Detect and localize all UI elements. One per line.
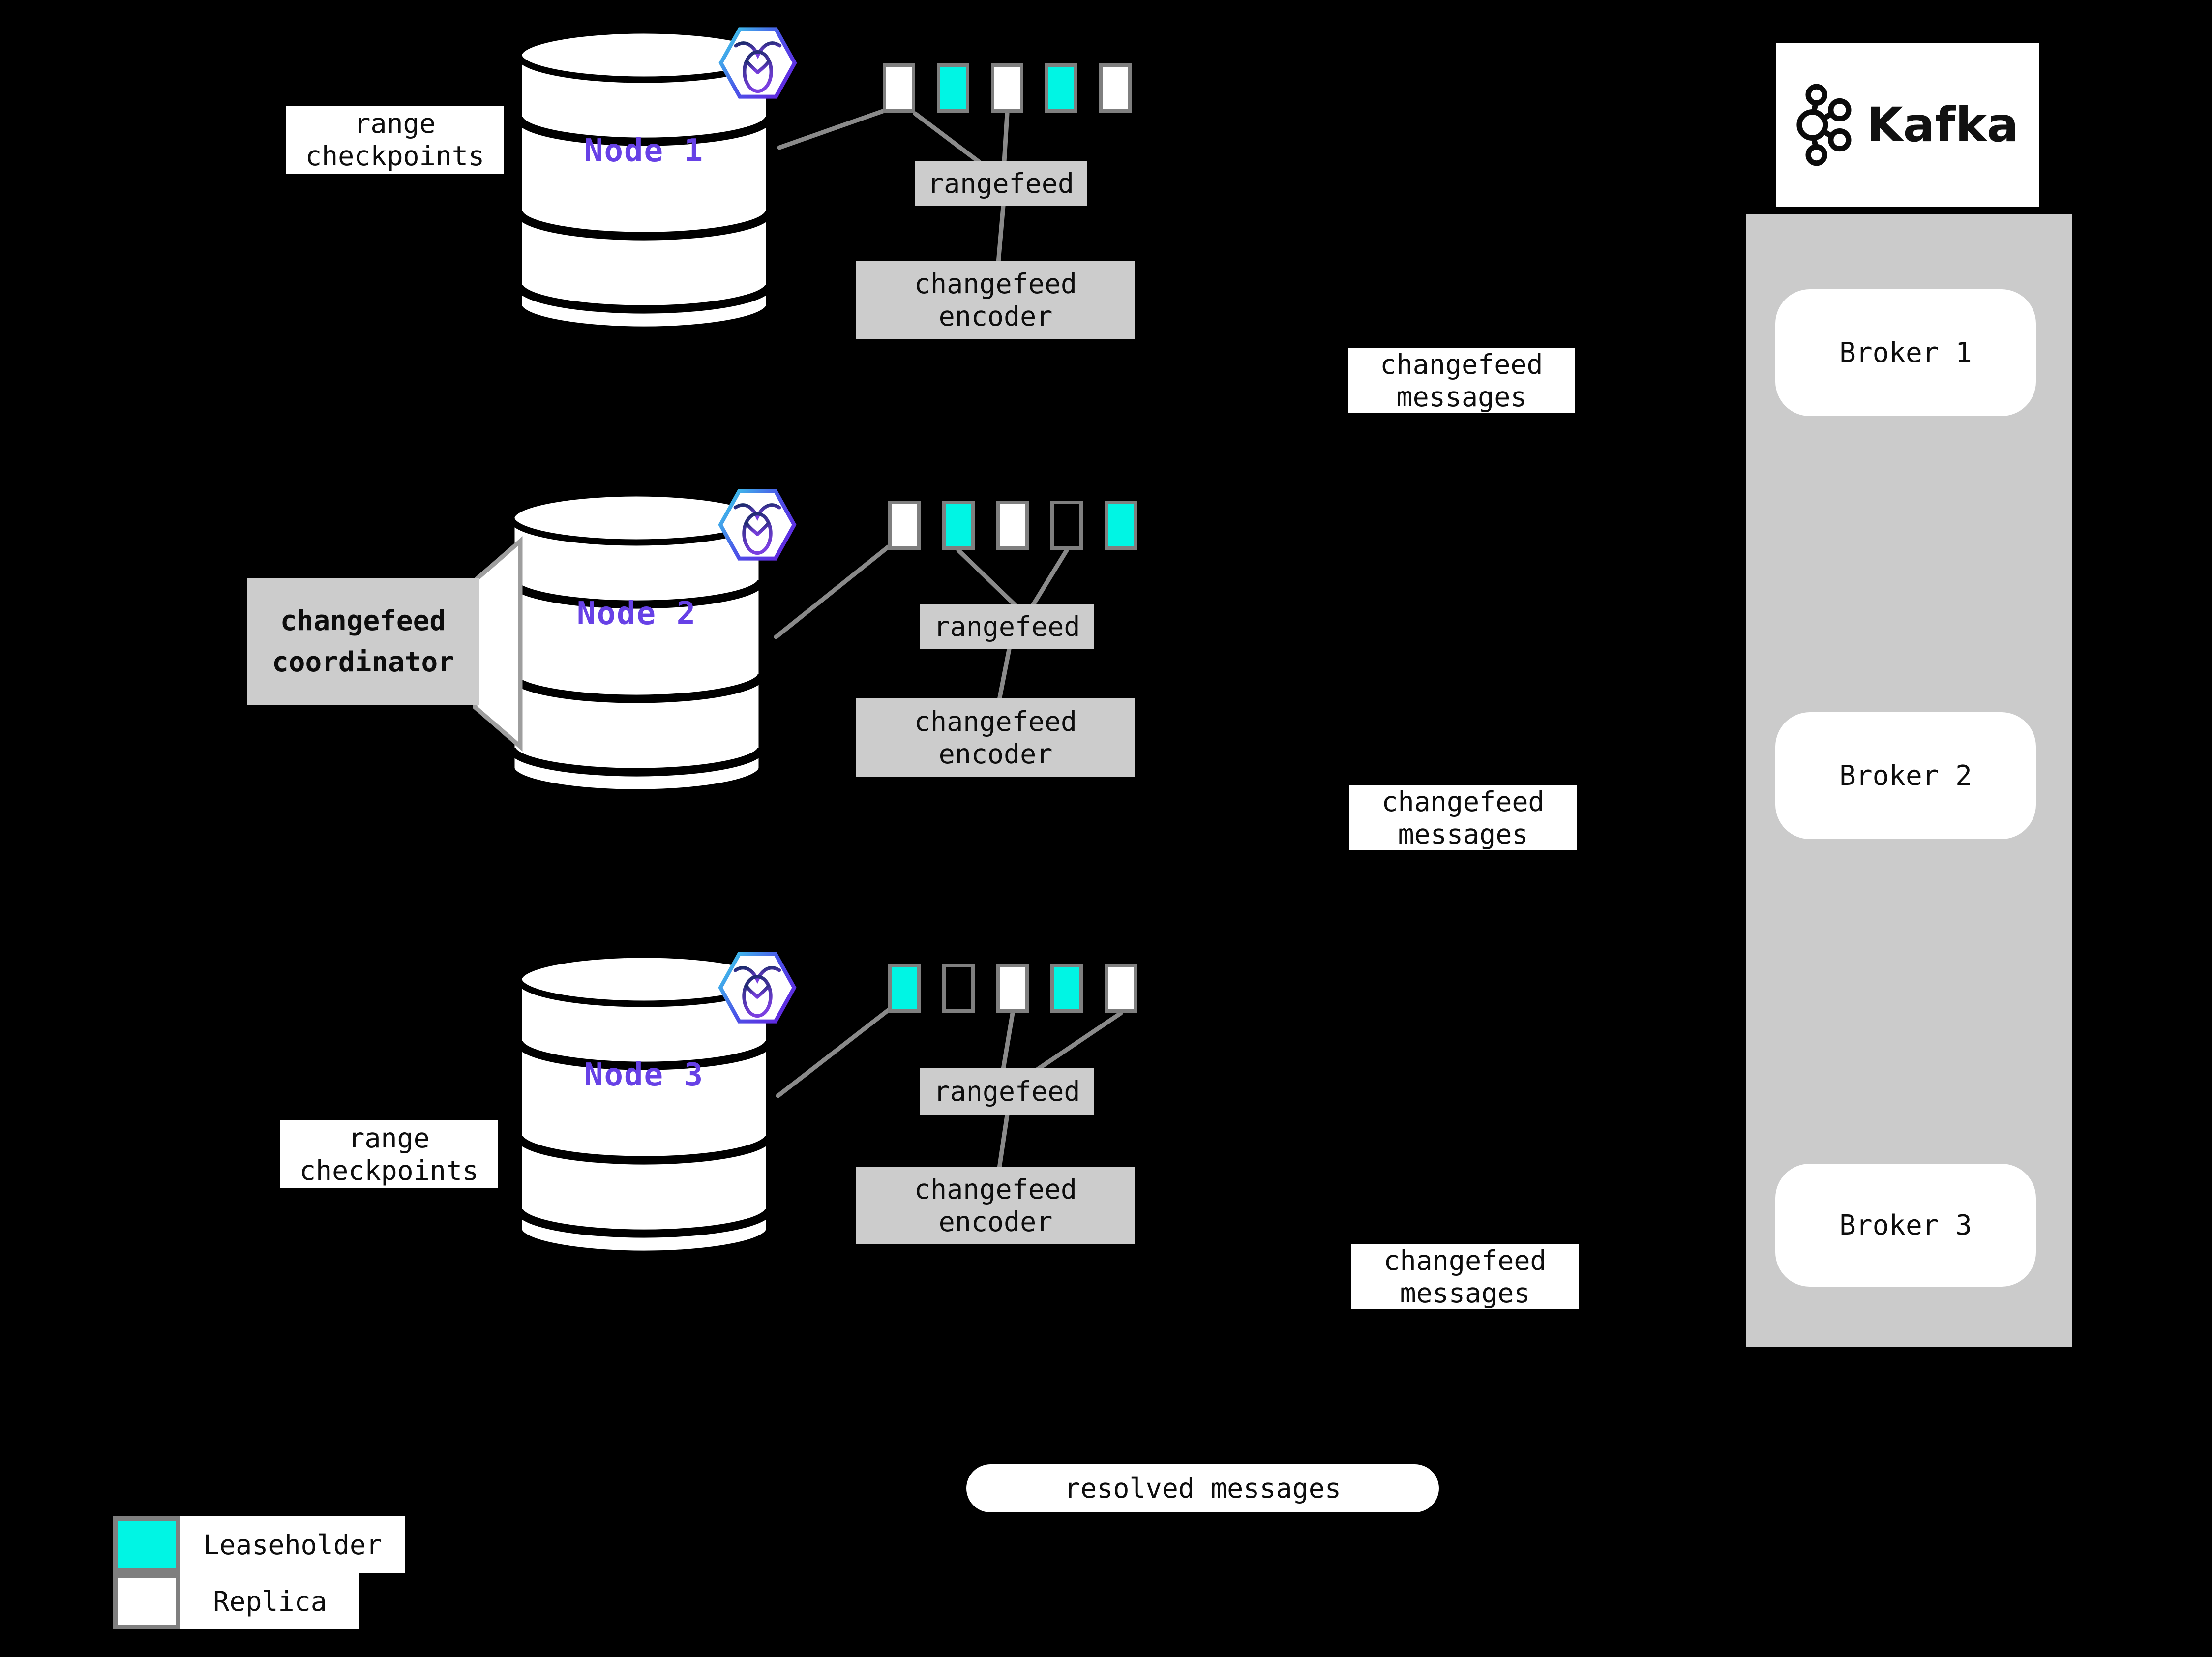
kafka-logo-box: Kafka (1776, 43, 2039, 207)
legend-leaseholder-swatch (113, 1516, 180, 1573)
range-rect (942, 501, 975, 550)
broker-2-label: Broker 2 (1839, 759, 1972, 792)
range-rect (888, 501, 921, 550)
rangefeed-box-node1: rangefeed (915, 161, 1087, 206)
changefeed-encoder-box-node3: changefeed encoder (856, 1167, 1135, 1244)
range-rect (1099, 63, 1132, 113)
cockroachdb-icon (718, 27, 797, 99)
broker-3-label: Broker 3 (1839, 1209, 1972, 1241)
range-rect (1050, 501, 1083, 550)
coordinator-connector-flap (473, 536, 523, 752)
broker-2: Broker 2 (1775, 712, 2036, 839)
range-rect (883, 63, 915, 113)
cockroachdb-icon (718, 952, 797, 1024)
node2-cylinder (508, 491, 766, 796)
node2-label: Node 2 (576, 596, 697, 632)
legend-replica-swatch (113, 1573, 180, 1629)
changefeed-coordinator-box: changefeed coordinator (247, 578, 479, 705)
rangefeed-box-node2: rangefeed (920, 604, 1094, 649)
range-rect (937, 63, 969, 113)
range-rect (942, 964, 975, 1013)
kafka-title: Kafka (1866, 97, 2019, 152)
range-rect (996, 964, 1029, 1013)
changefeed-messages-label-1: changefeed messages (1348, 348, 1575, 413)
range-rect (1105, 964, 1137, 1013)
node3-cylinder (515, 952, 773, 1257)
changefeed-encoder-box-node1: changefeed encoder (856, 261, 1135, 339)
broker-3: Broker 3 (1775, 1164, 2036, 1287)
node3-label: Node 3 (584, 1057, 704, 1093)
broker-1-label: Broker 1 (1839, 336, 1972, 369)
node1-label: Node 1 (584, 133, 704, 169)
range-rect (996, 501, 1029, 550)
range-rect (1105, 501, 1137, 550)
broker-1: Broker 1 (1775, 289, 2036, 416)
legend-replica-label: Replica (180, 1573, 359, 1629)
changefeed-messages-label-2: changefeed messages (1349, 785, 1577, 850)
changefeed-encoder-box-node2: changefeed encoder (856, 698, 1135, 777)
resolved-messages-pill: resolved messages (966, 1464, 1439, 1512)
legend-leaseholder-label: Leaseholder (180, 1516, 405, 1573)
range-rect (888, 964, 921, 1013)
range-checkpoints-label-node1: range checkpoints (286, 106, 504, 174)
range-rect (991, 63, 1023, 113)
node1-cylinder (515, 28, 773, 333)
range-rect (1050, 964, 1083, 1013)
rangefeed-box-node3: rangefeed (920, 1068, 1094, 1115)
cockroachdb-icon (718, 489, 797, 561)
changefeed-messages-label-3: changefeed messages (1351, 1244, 1579, 1309)
range-rect (1045, 63, 1077, 113)
range-checkpoints-label-node3: range checkpoints (280, 1120, 498, 1188)
kafka-icon (1796, 84, 1852, 166)
